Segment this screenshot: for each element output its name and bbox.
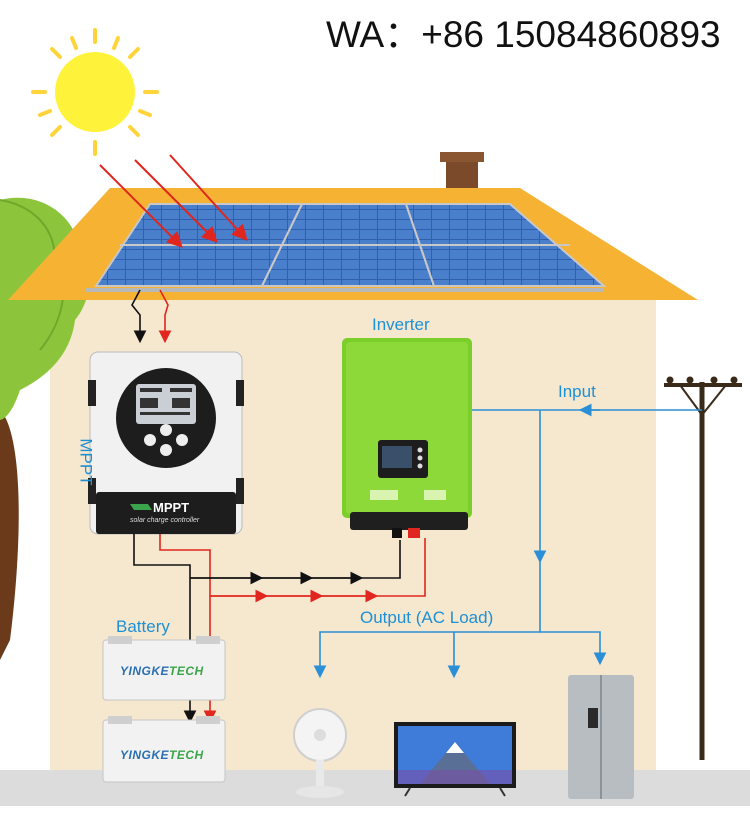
battery-brand-part2: TECH (169, 664, 204, 678)
mppt-label: MPPT (76, 438, 96, 486)
output-label: Output (AC Load) (360, 608, 494, 627)
battery-label: Battery (116, 617, 170, 636)
battery-brand-part2: TECH (169, 748, 204, 762)
fan-icon (293, 708, 347, 798)
sun-rays (99, 154, 248, 248)
battery-brand-part1: YINGKE (120, 748, 170, 762)
sun-icon (31, 28, 159, 156)
ac-wires (313, 403, 702, 679)
battery-brand-top: YINGKETECH (120, 664, 204, 678)
mppt-subtitle: solar charge controller (130, 517, 200, 524)
refrigerator-icon (568, 675, 634, 799)
inverter-label: Inverter (372, 315, 430, 334)
mppt-controller-icon (88, 351, 244, 535)
battery-icon (102, 636, 226, 783)
power-pole-icon (664, 376, 742, 760)
mppt-brand: MPPT (153, 500, 190, 515)
battery-brand-bottom: YINGKETECH (120, 748, 204, 762)
tv-icon (394, 722, 516, 797)
inverter-icon (342, 338, 472, 538)
chimney (446, 160, 478, 190)
battery-brand-part1: YINGKE (120, 664, 170, 678)
contact-number: WA：+86 15084860893 (326, 14, 721, 55)
input-label: Input (558, 382, 596, 401)
solar-panel-icon (86, 203, 607, 292)
panel-to-mppt-wires (131, 289, 172, 344)
